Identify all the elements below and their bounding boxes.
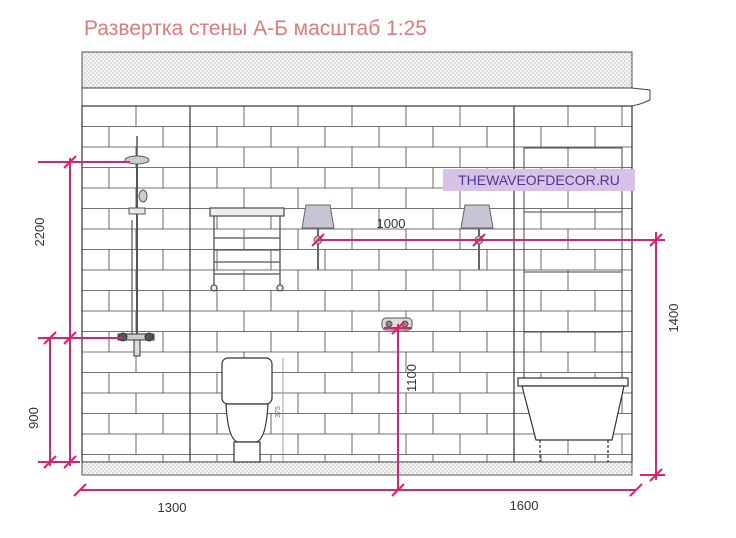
dim-shower-height: 2200: [32, 218, 47, 247]
shower-mixer-icon: [117, 332, 155, 357]
wall-sconce-left-icon: [301, 204, 335, 270]
drawing-title: Развертка стены А-Б масштаб 1:25: [84, 17, 427, 40]
ceiling-slab: [81, 51, 633, 89]
dimension-ticks: [43, 155, 663, 497]
toilet-icon: [221, 357, 273, 463]
dimension-lines: [38, 158, 665, 491]
dim-left-width: 1300: [158, 500, 187, 515]
dim-right-width: 1600: [510, 498, 539, 513]
bathtub-icon: [517, 377, 629, 462]
dim-toilet-height: 375: [275, 406, 282, 418]
dim-outlet-height: 1100: [404, 364, 419, 392]
dim-mixer-height: 900: [26, 407, 41, 429]
watermark-label: THEWAVEOFDECOR.RU: [443, 169, 635, 191]
dim-right-height: 1400: [666, 304, 681, 333]
shower-column-icon: [124, 136, 150, 345]
wall-sconce-right-icon: [460, 204, 494, 270]
floor-slab: [81, 461, 633, 476]
cornice: [81, 87, 651, 107]
dim-sconce-spacing: 1000: [377, 216, 406, 231]
towel-rail-icon: [209, 207, 285, 292]
